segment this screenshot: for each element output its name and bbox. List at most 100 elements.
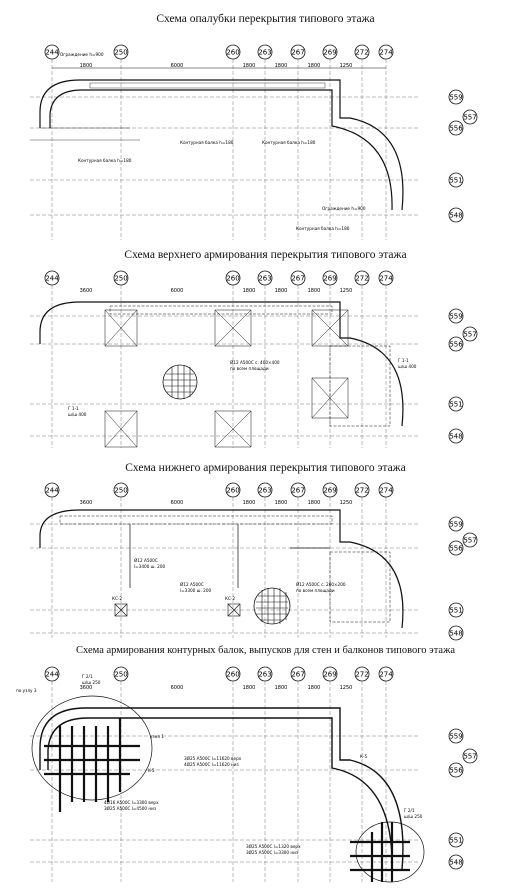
axis-label: 260 xyxy=(226,671,239,679)
rebar-bundle xyxy=(44,718,410,882)
note-label: Ø12 A500С xyxy=(134,558,158,563)
beam-reinforcement-plan: 244 250 260 263 267 269 272 274 3600 600… xyxy=(16,666,478,883)
note-label: ш/ш 250 xyxy=(82,680,101,685)
note-label: ш/ш 400 xyxy=(398,364,417,369)
note-label: Г 1-1 xyxy=(398,358,409,363)
axis-label: 267 xyxy=(291,487,304,495)
axis-label: 272 xyxy=(355,275,368,283)
axis-label: 557 xyxy=(463,331,476,339)
dimension-label: 1800 xyxy=(308,685,321,691)
axis-label: 269 xyxy=(323,671,336,679)
dimension-label: 1800 xyxy=(308,500,321,506)
dimension-label: 1800 xyxy=(275,288,288,294)
axis-label: 244 xyxy=(45,49,59,57)
note-label: Ø12 A500С xyxy=(180,582,204,587)
note-label: 3Ø25 A500С l=1320 верх xyxy=(246,844,301,849)
note-label: 3Ø25 A500С l=11620 верх xyxy=(184,756,242,761)
axis-label: 272 xyxy=(355,487,368,495)
axis-label: 274 xyxy=(379,487,393,495)
title-beam-reinforcement: Схема армирования контурных балок, выпус… xyxy=(76,645,455,656)
top-reinforcement-plan: 244 250 260 263 267 269 272 274 3600 600… xyxy=(30,270,478,448)
dimension-label: 6000 xyxy=(171,500,184,506)
dimension-label: 1250 xyxy=(340,685,353,691)
dimension-label: 1800 xyxy=(80,63,93,69)
axis-label: 274 xyxy=(379,49,393,57)
slab-outline xyxy=(39,79,404,211)
axis-label: 557 xyxy=(463,753,476,761)
axis-label: 244 xyxy=(45,671,59,679)
axis-label: 559 xyxy=(449,733,462,741)
axis-label: 548 xyxy=(449,630,462,638)
axis-label: 548 xyxy=(449,859,462,867)
axis-label: 548 xyxy=(449,212,462,220)
dimension-label: 3600 xyxy=(80,500,93,506)
dimension-label: 1800 xyxy=(275,63,288,69)
note-label: ш/ш 250 xyxy=(404,814,423,819)
dimension-label: 6000 xyxy=(171,288,184,294)
axis-label: 263 xyxy=(258,487,271,495)
note-label: Ø12 A500С с. 400×400 xyxy=(230,360,280,365)
axis-label: 557 xyxy=(463,114,476,122)
axis-label: 267 xyxy=(291,49,304,57)
dimension-label: 1250 xyxy=(340,500,353,506)
note-label: Г 2/1 xyxy=(404,808,415,813)
note-label: l=3300 ш. 200 xyxy=(180,588,211,593)
axis-label: 274 xyxy=(379,671,393,679)
axis-bubbles-top xyxy=(44,44,394,60)
axis-label: 269 xyxy=(323,487,336,495)
dimension-label: 6000 xyxy=(171,685,184,691)
axis-label: 548 xyxy=(449,433,462,441)
axis-bubbles-right xyxy=(448,89,478,223)
note-label: 4Ø16 A500С l=3300 верх xyxy=(104,800,159,805)
dimension-label: 6000 xyxy=(171,63,184,69)
axis-label: 250 xyxy=(114,275,127,283)
axis-label: 551 xyxy=(449,177,462,185)
axis-label: 267 xyxy=(291,275,304,283)
dimension-label: 1800 xyxy=(243,685,256,691)
axis-label: 272 xyxy=(355,671,368,679)
axis-label: 274 xyxy=(379,275,393,283)
axis-label: 556 xyxy=(449,125,463,133)
dimension-label: 3600 xyxy=(80,685,93,691)
axis-label: 260 xyxy=(226,487,239,495)
note-label: по всем площади xyxy=(296,588,335,593)
note-label: Контурная балка h=180 xyxy=(296,226,350,231)
note-label: K-5 xyxy=(148,768,155,773)
mesh-circle xyxy=(253,587,291,625)
note-label: Ограждение h=900 xyxy=(60,52,104,57)
note-label: Контурная балка h=180 xyxy=(78,158,132,163)
column-marks xyxy=(114,603,241,617)
title-formwork: Схема опалубки перекрытия типового этажа xyxy=(156,13,375,25)
axis-label: 551 xyxy=(449,401,462,409)
note-label: l=3400 ш. 200 xyxy=(134,564,165,569)
note-label: Контурная балка h=180 xyxy=(180,140,234,145)
note-label: 4Ø25 A500С l=11620 низ xyxy=(184,762,239,767)
note-label: КС-2 xyxy=(112,596,122,601)
axis-label: 263 xyxy=(258,275,271,283)
axis-label: 250 xyxy=(114,671,127,679)
note-label: Г 2/1 xyxy=(82,674,93,679)
axis-label: 551 xyxy=(449,837,462,845)
dimension-label: 1800 xyxy=(243,63,256,69)
column-cap-zones xyxy=(104,309,349,448)
note-label: Контурная балка h=180 xyxy=(262,140,316,145)
note-label: по узлу 3 xyxy=(16,688,37,693)
axis-label: 250 xyxy=(114,487,127,495)
axis-label: 267 xyxy=(291,671,304,679)
axis-label: 244 xyxy=(45,275,59,283)
axis-label: 269 xyxy=(323,49,336,57)
dimension-label: 1800 xyxy=(275,685,288,691)
axis-label: 260 xyxy=(226,49,239,57)
dimension-label: 1250 xyxy=(340,288,353,294)
axis-label: 263 xyxy=(258,49,271,57)
dimension-label: 1800 xyxy=(243,288,256,294)
mesh-circle xyxy=(162,364,198,400)
axis-label: 551 xyxy=(449,607,462,615)
title-bottom-reinforcement: Схема нижнего армирования перекрытия тип… xyxy=(125,462,406,474)
note-label: 3Ø25 A500С l=3300 низ xyxy=(246,850,298,855)
note-label: Ø12 A500С с. 200×200 xyxy=(296,582,346,587)
formwork-plan: 244 250 260 263 267 269 272 274 1800 600… xyxy=(30,44,478,240)
axis-label: 559 xyxy=(449,94,462,102)
axis-label: 559 xyxy=(449,521,462,529)
note-label: КС-2 xyxy=(225,596,235,601)
